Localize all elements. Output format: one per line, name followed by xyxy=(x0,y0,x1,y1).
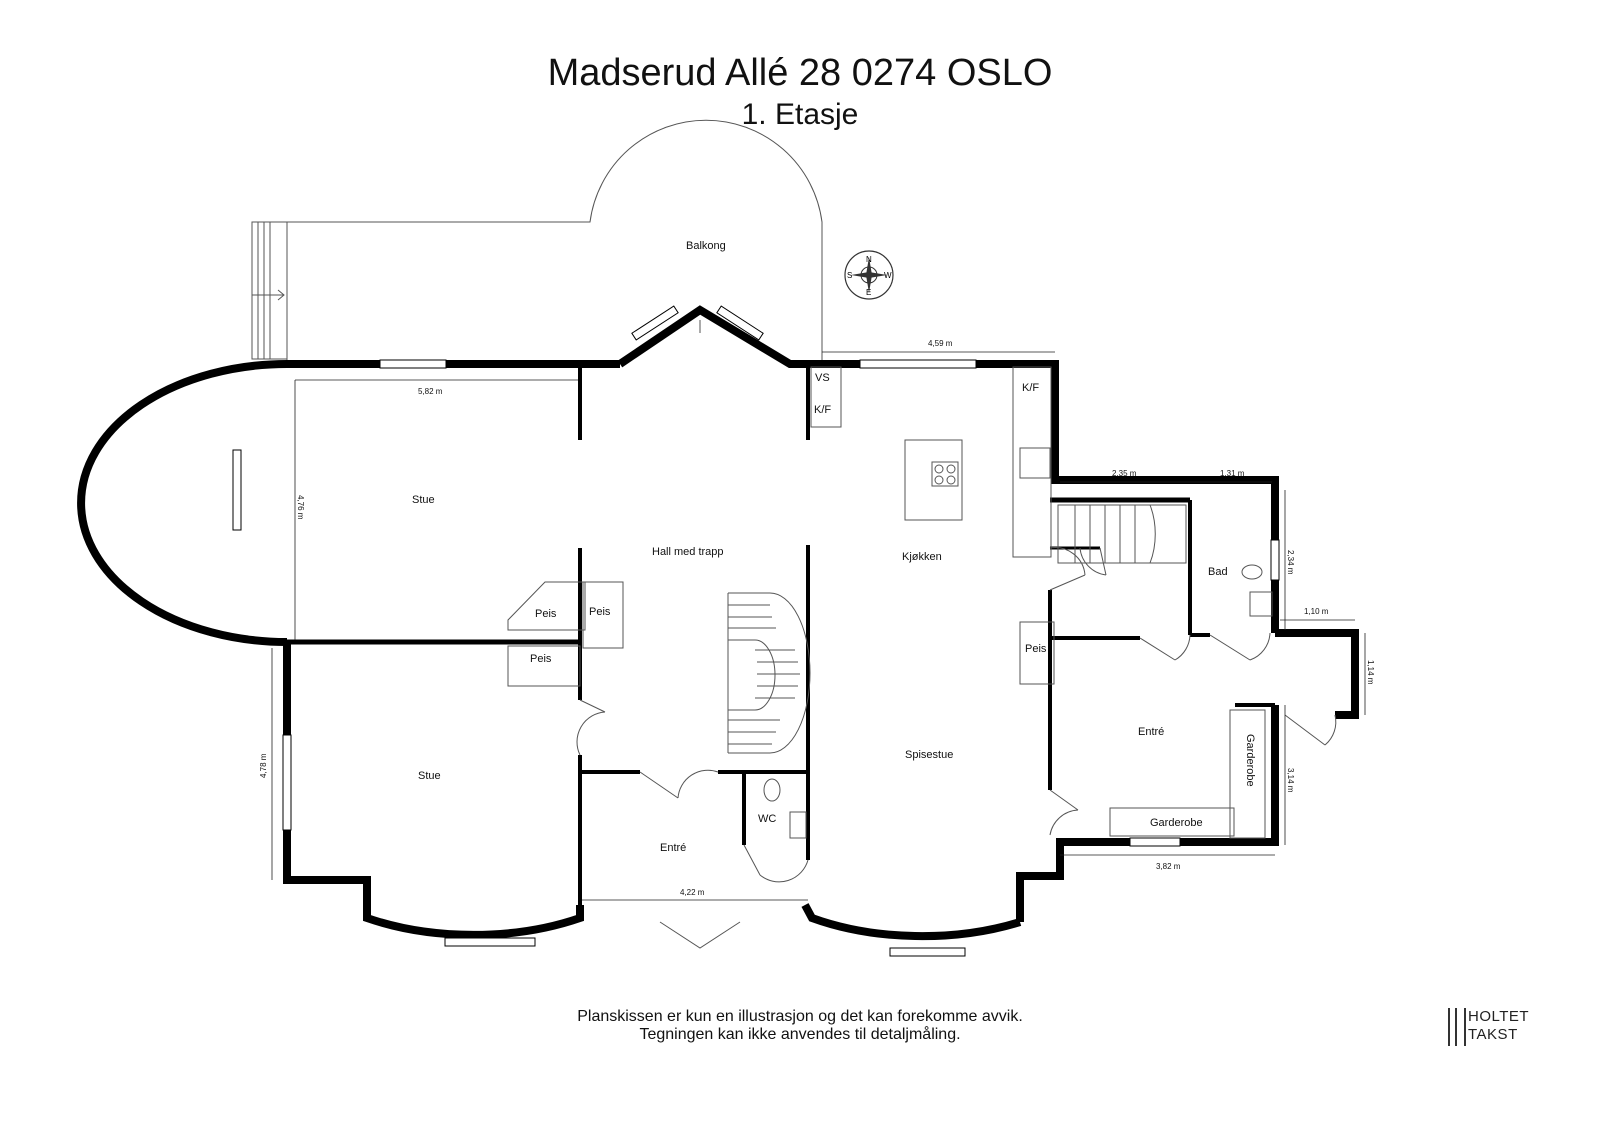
bath-fixtures xyxy=(763,564,1273,839)
label-stue-top: Stue xyxy=(412,494,435,506)
label-spisestue: Spisestue xyxy=(905,749,953,761)
compass-rose: N S E W xyxy=(844,250,894,300)
plan-title: Madserud Allé 28 0274 OSLO xyxy=(547,52,1053,94)
label-stue-bottom: Stue xyxy=(418,770,441,782)
dim-1-10: 1,10 m xyxy=(1304,607,1329,616)
dim-2-35: 2,35 m xyxy=(1112,469,1137,478)
label-bad: Bad xyxy=(1208,566,1228,578)
dim-3-82: 3,82 m xyxy=(1156,862,1181,871)
label-kjokken: Kjøkken xyxy=(902,551,942,563)
label-peis-3: Peis xyxy=(530,653,552,665)
floor-label: 1. Etasje xyxy=(741,98,859,131)
dim-4-22: 4,22 m xyxy=(680,888,705,897)
fireplaces xyxy=(507,581,624,687)
dim-1-14: 1,14 m xyxy=(1366,660,1375,685)
label-peis-4: Peis xyxy=(1025,643,1047,655)
label-peis-1: Peis xyxy=(535,608,557,620)
label-entre-right: Entré xyxy=(1138,726,1164,738)
dim-1-31: 1,31 m xyxy=(1220,469,1245,478)
label-garderobe-horizontal: Garderobe xyxy=(1150,817,1203,829)
dim-3-14: 3,14 m xyxy=(1286,768,1295,793)
door-swings xyxy=(576,320,1337,949)
exterior-walls xyxy=(77,305,1359,941)
hall-staircase xyxy=(727,592,811,754)
label-kf-1: K/F xyxy=(814,404,831,416)
balcony-outline xyxy=(286,119,823,360)
disclaimer-line-1: Planskissen er kun en illustrasjon og de… xyxy=(577,1008,1023,1025)
dimension-lines xyxy=(271,351,1366,901)
label-kf-2: K/F xyxy=(1022,382,1039,394)
kitchen-fixtures xyxy=(810,366,1055,685)
logo-bars-icon xyxy=(1448,1008,1466,1046)
interior-walls xyxy=(287,364,1275,905)
dim-2-34: 2,34 m xyxy=(1286,550,1295,575)
balcony-stairs xyxy=(251,221,288,360)
label-vs: VS xyxy=(815,372,830,384)
label-peis-2: Peis xyxy=(589,606,611,618)
label-hall: Hall med trapp xyxy=(652,546,724,558)
logo-line-2: TAKST xyxy=(1468,1026,1518,1043)
dim-4-78: 4,78 m xyxy=(259,753,268,778)
compass-west: W xyxy=(884,271,892,280)
compass-south: S xyxy=(847,271,852,280)
label-balkong: Balkong xyxy=(686,240,726,252)
label-entre-left: Entré xyxy=(660,842,686,854)
windows xyxy=(232,305,1280,957)
label-garderobe-vertical: Garderobe xyxy=(1244,734,1256,787)
room-labels: Balkong Stue Stue Hall med trapp Peis Pe… xyxy=(412,240,1256,854)
disclaimer-line-2: Tegningen kan ikke anvendes til detaljmå… xyxy=(639,1026,961,1043)
dim-5-82: 5,82 m xyxy=(418,387,443,396)
dimension-labels: 4,59 m 5,82 m 4,76 m 4,78 m 2,35 m 1,31 … xyxy=(259,339,1375,897)
rear-staircase xyxy=(1057,504,1187,564)
holtet-takst-logo: HOLTET TAKST xyxy=(1448,1008,1558,1048)
dim-4-59: 4,59 m xyxy=(928,339,953,348)
label-wc: WC xyxy=(758,813,776,825)
logo-line-1: HOLTET xyxy=(1468,1008,1530,1025)
compass-north: N xyxy=(866,255,872,264)
compass-east: E xyxy=(866,288,871,297)
dim-4-76: 4,76 m xyxy=(296,495,305,520)
